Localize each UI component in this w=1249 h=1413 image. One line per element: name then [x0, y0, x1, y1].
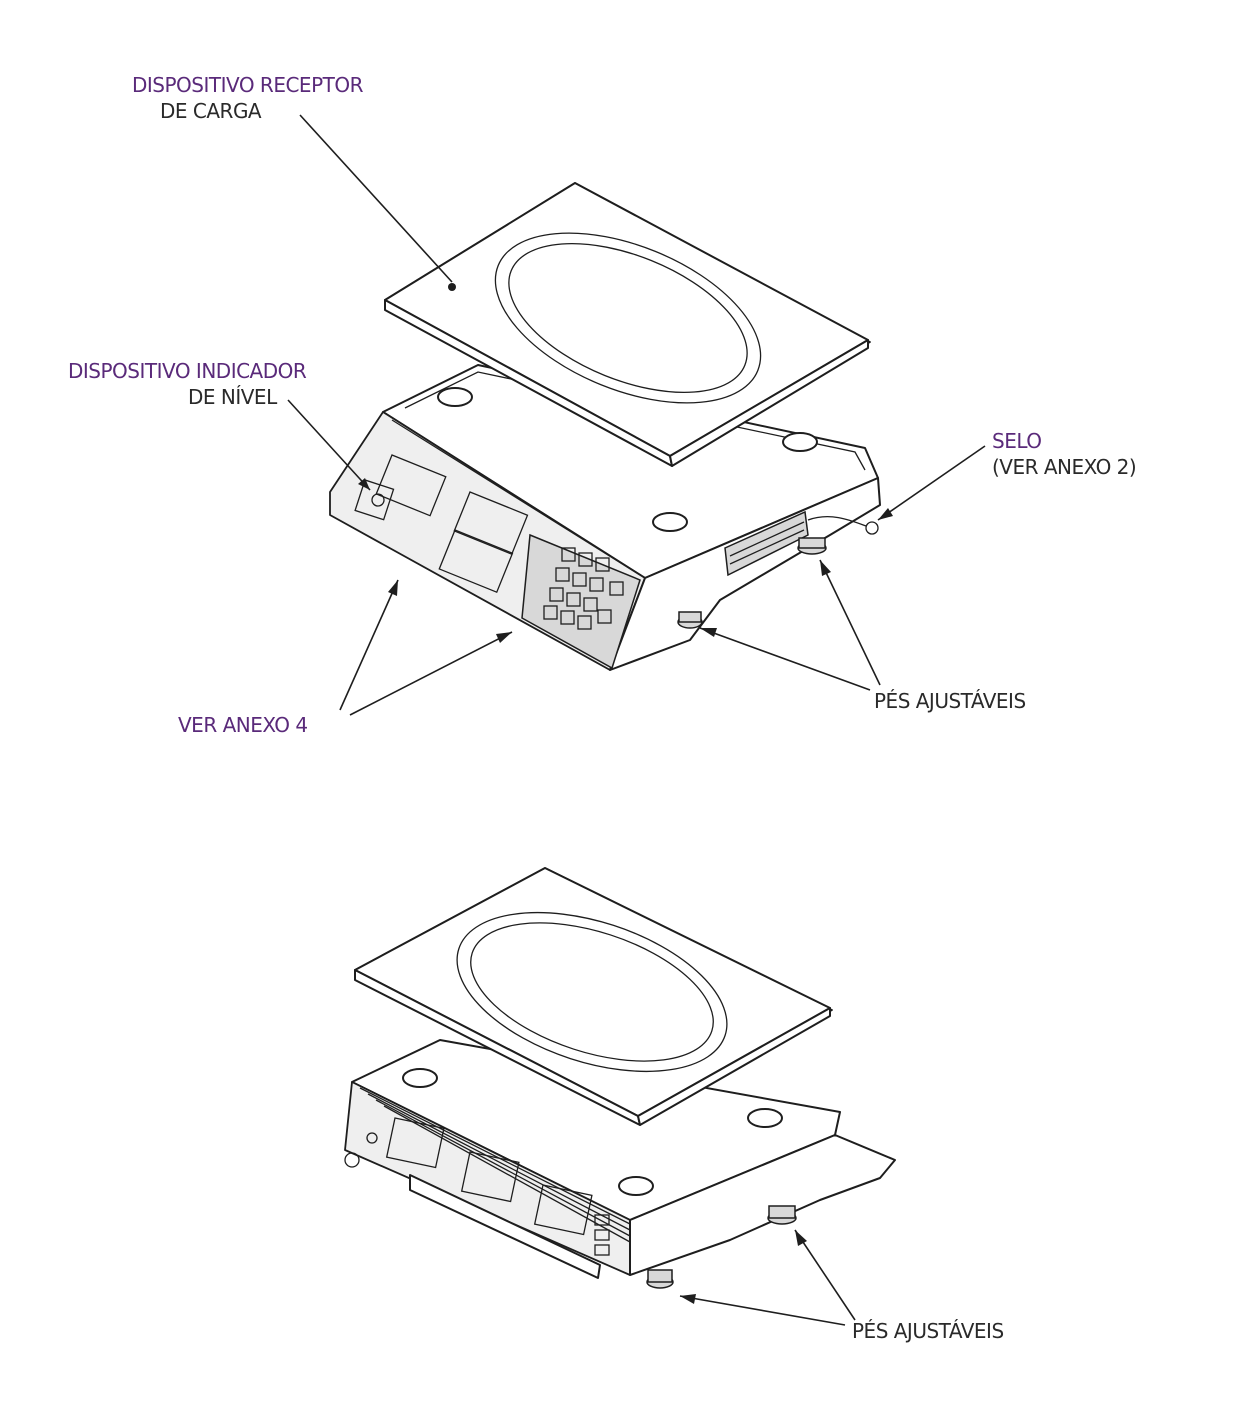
label-pes-ajustaveis-top: PÉS AJUSTÁVEIS [874, 688, 1026, 714]
leader-nivel [287, 399, 371, 491]
bottom-scale [344, 867, 896, 1289]
label-pes-bottom-text: PÉS AJUSTÁVEIS [852, 1319, 1004, 1343]
label-anexo4-text: VER ANEXO 4 [178, 713, 308, 737]
label-selo: SELO (VER ANEXO 2) [992, 428, 1137, 480]
label-receptor-line2: DE CARGA [160, 99, 262, 123]
label-pes-ajustaveis-bottom: PÉS AJUSTÁVEIS [852, 1318, 1004, 1344]
leader-selo [877, 445, 986, 521]
top-scale-base [329, 364, 881, 671]
top-scale-keypad [543, 547, 624, 630]
label-dispositivo-receptor: DISPOSITIVO RECEPTOR DE CARGA [132, 72, 364, 124]
label-selo-line2: (VER ANEXO 2) [992, 455, 1137, 479]
bottom-scale-base [344, 1039, 896, 1279]
label-nivel-line2: DE NÍVEL [188, 385, 277, 409]
leader-pes-bottom [679, 1229, 856, 1326]
leader-anexo4 [339, 579, 513, 716]
bottom-scale-feet [646, 1205, 797, 1289]
label-ver-anexo-4: VER ANEXO 4 [178, 712, 308, 738]
leader-pes-top [699, 559, 881, 691]
label-pes-top-text: PÉS AJUSTÁVEIS [874, 689, 1026, 713]
leader-receptor [299, 114, 453, 283]
top-scale-feet [677, 537, 827, 629]
label-dispositivo-nivel: DISPOSITIVO INDICADOR DE NÍVEL [68, 358, 307, 410]
top-scale-platter [384, 182, 871, 467]
label-nivel-line1: DISPOSITIVO INDICADOR [68, 359, 307, 383]
label-receptor-line1: DISPOSITIVO RECEPTOR [132, 73, 364, 97]
bottom-scale-platter [354, 867, 833, 1126]
label-selo-line1: SELO [992, 429, 1042, 453]
top-scale [329, 182, 881, 671]
